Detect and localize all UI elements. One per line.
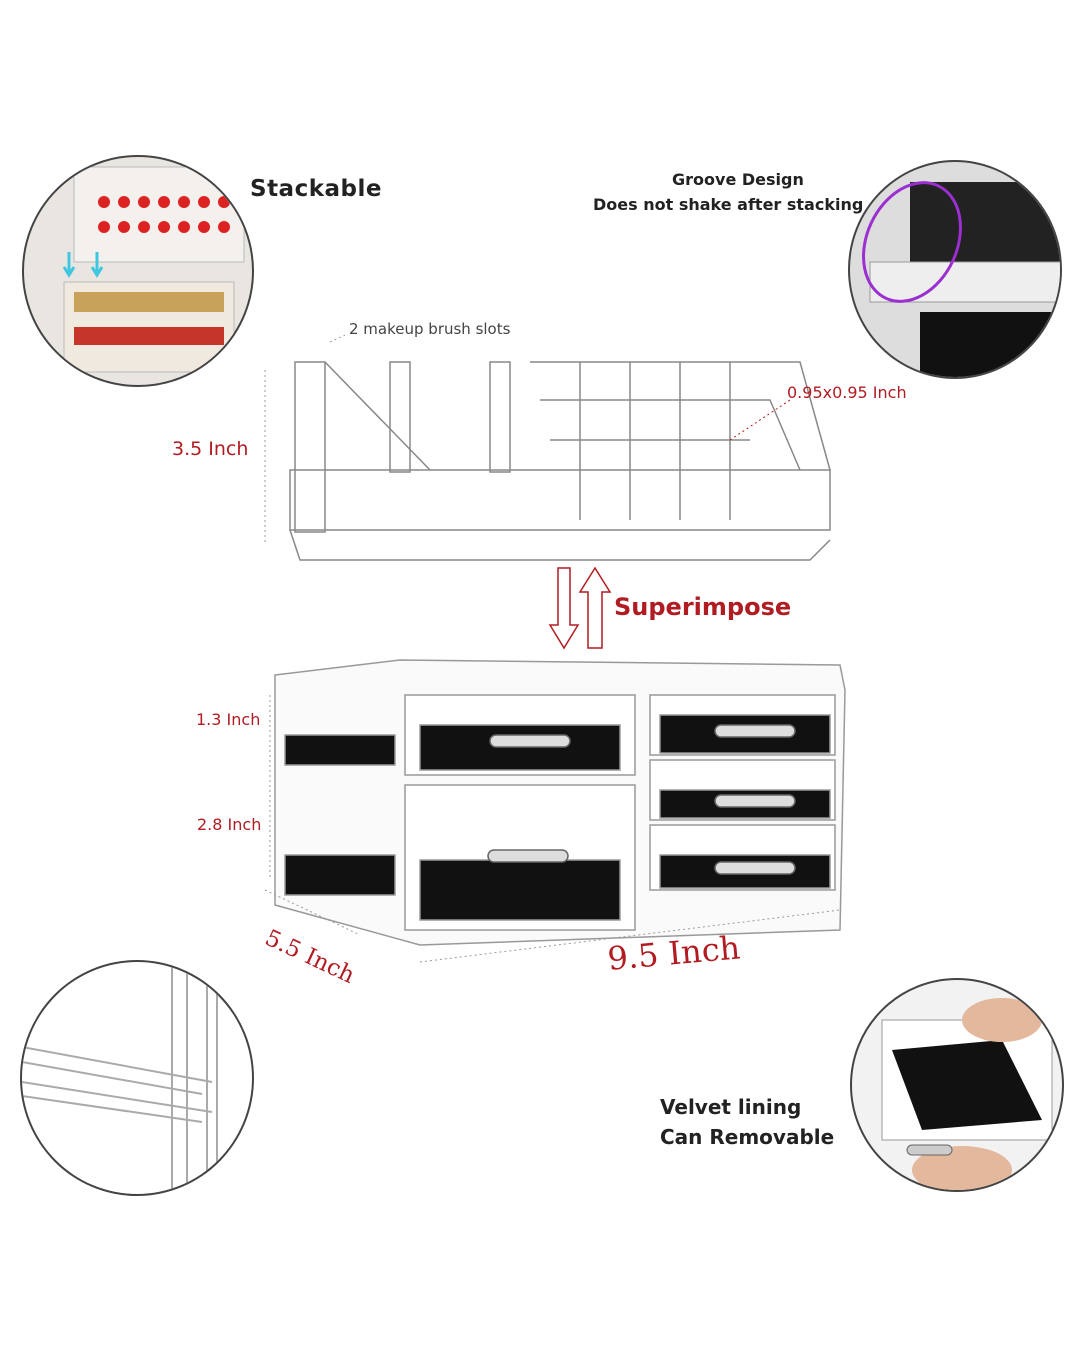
brush-slots-label: 2 makeup brush slots [349,320,511,338]
drawer-unit-drawing [274,659,846,946]
drawer-small-height-label: 1.3 Inch [196,710,261,729]
stacked-lipstick-organizers-illustration [62,166,245,373]
groove-closeup-illustration [862,181,1060,377]
groove-design-title: Groove Design [672,170,804,189]
groove-photo [848,160,1062,379]
groove-design-subtitle: Does not shake after stacking [593,195,864,214]
velvet-removal-illustration [881,998,1053,1190]
top-height-label: 3.5 Inch [172,438,249,460]
velvet-lining-photo [850,978,1064,1192]
stackable-label: Stackable [250,176,382,202]
superimpose-label: Superimpose [614,593,792,621]
velvet-lining-title: Velvet lining [660,1095,802,1119]
groove-rail-closeup [20,960,254,1196]
lipstick-organizer-drawing [289,361,831,561]
drawer-large-height-label: 2.8 Inch [197,815,262,834]
velvet-lining-subtitle: Can Removable [660,1125,835,1149]
slot-size-label: 0.95x0.95 Inch [787,383,907,402]
stackable-photo [22,155,254,387]
superimpose-arrows-icon [548,566,612,650]
acrylic-rail-illustration [22,962,218,1194]
